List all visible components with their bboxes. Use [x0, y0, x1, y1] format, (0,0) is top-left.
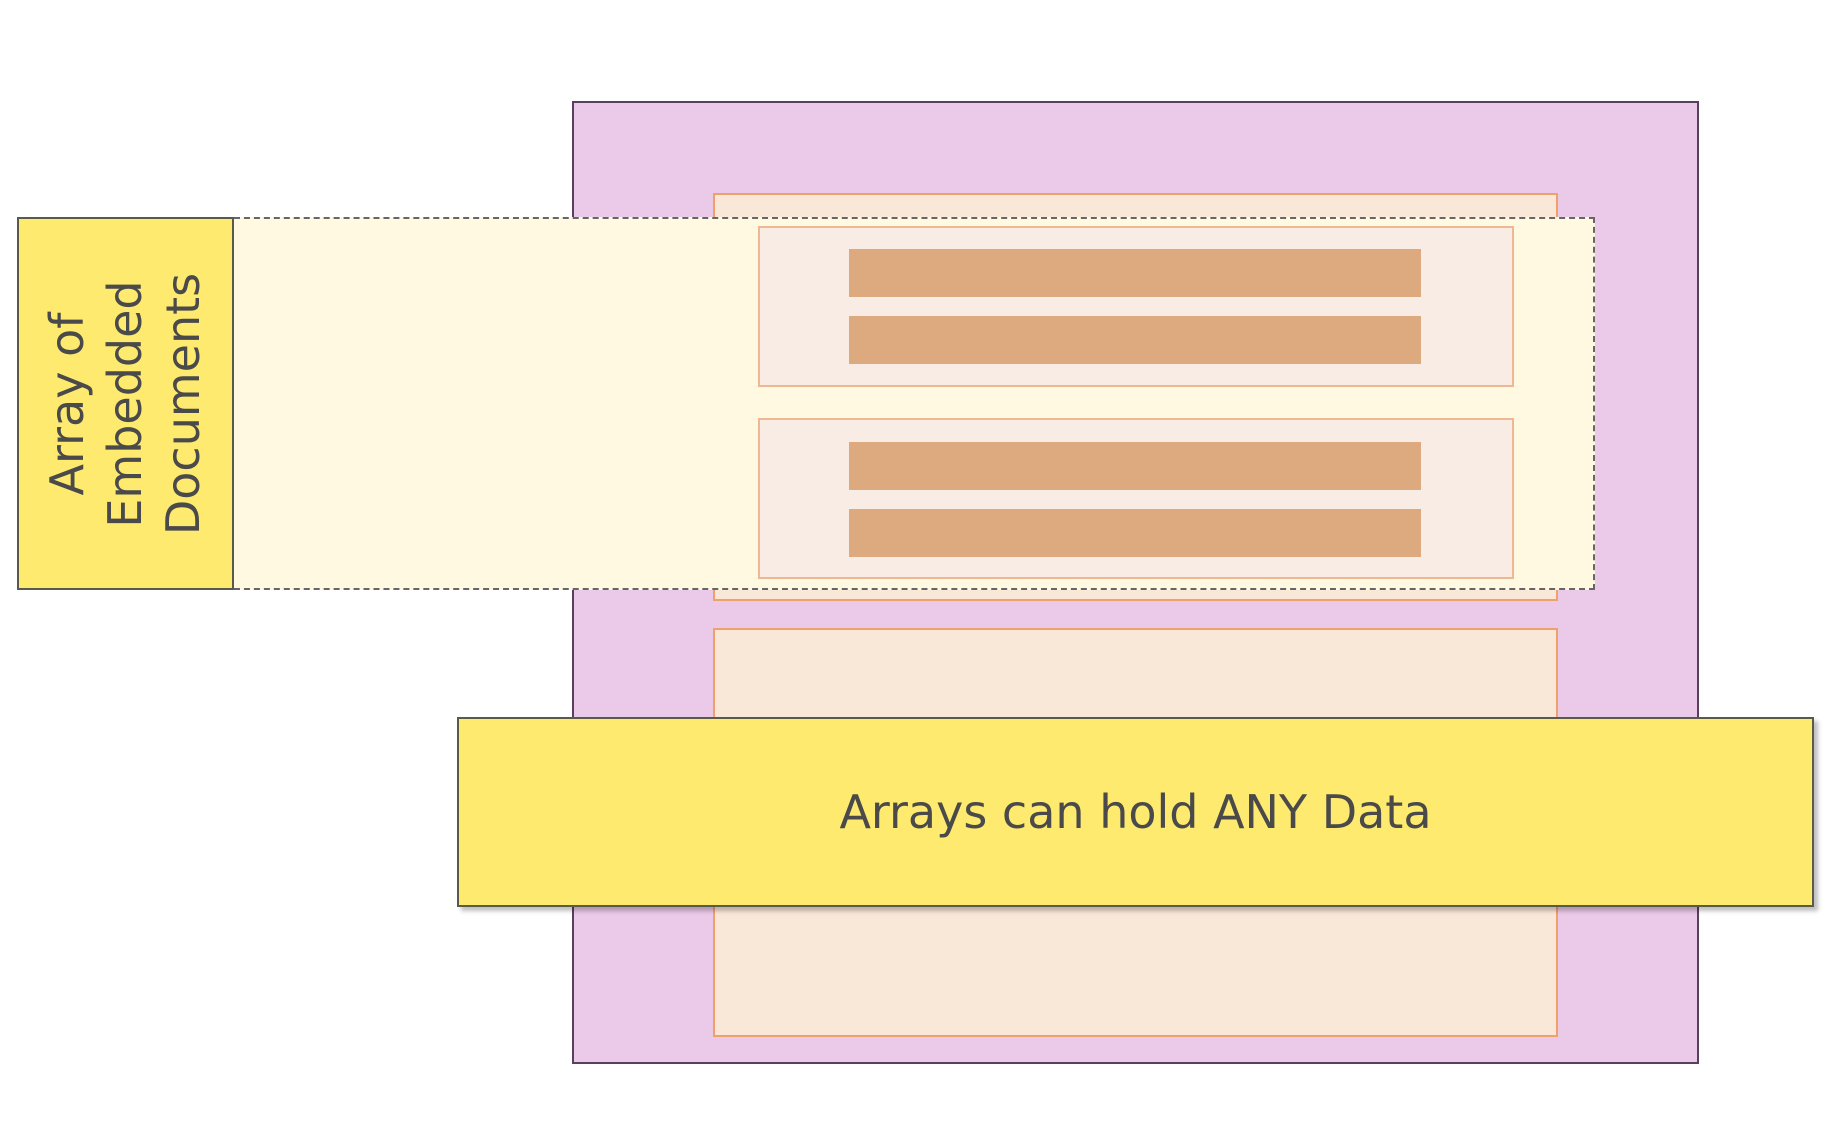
array-label-text: Array of Embedded Documents [39, 272, 213, 534]
array-label-line: Documents [156, 272, 211, 535]
field-bar [849, 316, 1421, 364]
caption-box: Arrays can hold ANY Data [457, 717, 1814, 907]
field-bar [849, 249, 1421, 297]
field-bar [849, 509, 1421, 557]
array-label-box: Array of Embedded Documents [17, 217, 234, 590]
array-label-line: Array of [40, 312, 95, 495]
array-label-line: Embedded [98, 279, 153, 528]
field-bar [849, 442, 1421, 490]
caption-text: Arrays can hold ANY Data [839, 785, 1432, 839]
